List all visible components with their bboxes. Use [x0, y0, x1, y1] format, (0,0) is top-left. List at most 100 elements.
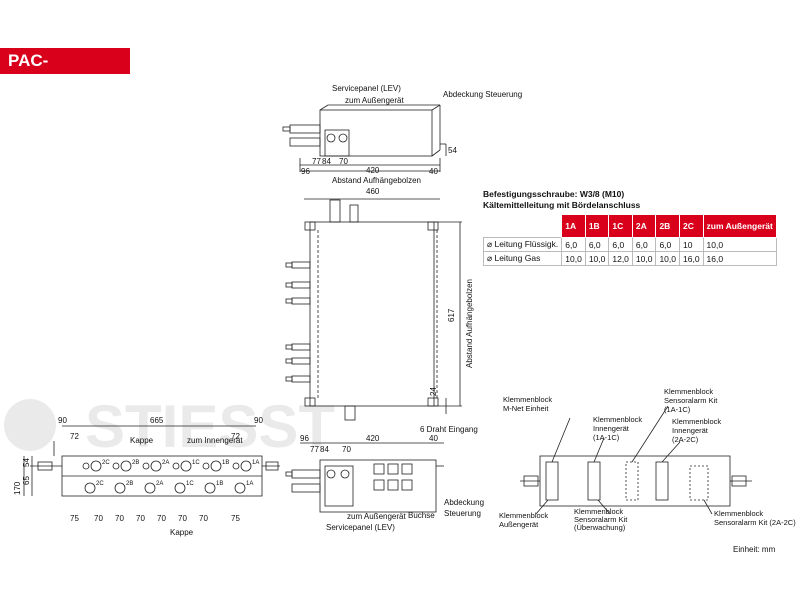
pipe-cell: 6,0 — [655, 237, 680, 252]
front-dim-75a: 75 — [70, 514, 79, 523]
pipe-cell: 10,0 — [561, 251, 586, 266]
pipe-col-5: 2C — [679, 214, 704, 238]
kb-innen2-2: Innengerät — [672, 426, 709, 435]
front-kappe-top: Kappe — [130, 436, 154, 445]
top-view — [282, 104, 447, 172]
kb-sens1-1: Klemmenblock — [664, 387, 713, 396]
pipe-cell: 6,0 — [561, 237, 586, 252]
front-dim-90b: 90 — [254, 416, 263, 425]
kb-ueber-2: Sensoralarm Kit — [574, 515, 628, 524]
kappe-top — [82, 462, 90, 470]
plan-dim-460: 460 — [366, 187, 380, 196]
side-dim-420: 420 — [366, 434, 380, 443]
port-top — [150, 460, 162, 472]
terminal-view — [520, 405, 752, 515]
spec-line2: Kältemittelleitung mit Bördelanschluss — [483, 200, 641, 210]
spec-block: Befestigungsschraube: W3/8 (M10) Kältemi… — [482, 189, 777, 266]
port-label-bottom: 2B — [126, 481, 133, 487]
front-dim-70: 70 — [178, 514, 187, 523]
front-view — [23, 425, 280, 497]
port-top — [90, 460, 102, 472]
port-label-bottom: 2A — [156, 481, 163, 487]
pipe-col-3: 2A — [631, 214, 657, 238]
port-label-top: 1C — [192, 460, 200, 466]
pipe-col-2: 1C — [608, 214, 633, 238]
front-dim-70: 70 — [136, 514, 145, 523]
unit-label: Einheit: mm — [733, 545, 776, 554]
kb-innen-2: Innengerät — [593, 424, 630, 433]
front-dim-170: 170 — [13, 481, 22, 495]
port-label-top: 2C — [102, 460, 110, 466]
watermark-text: STIESST — [85, 393, 335, 460]
front-dim-70: 70 — [94, 514, 103, 523]
front-dim-70: 70 — [199, 514, 208, 523]
side-abdeckung-1: Abdeckung — [444, 498, 484, 507]
port-bottom — [144, 482, 156, 494]
side-dim-96: 96 — [300, 434, 309, 443]
port-label-bottom: 1B — [216, 481, 223, 487]
pipe-cell: 16,0 — [679, 251, 704, 266]
side-servicepanel-label: Servicepanel (LEV) — [326, 523, 395, 532]
top-abdeckung-label: Abdeckung Steuerung — [443, 90, 522, 99]
pipe-cell: 12,0 — [608, 251, 633, 266]
pipe-cell: 6,0 — [584, 237, 610, 252]
kb-innen2-3: (2A-2C) — [672, 435, 699, 444]
port-bottom — [84, 482, 96, 494]
kb-ueber-1: Klemmenblock — [574, 507, 623, 516]
kb-innen2-1: Klemmenblock — [672, 417, 721, 426]
top-dim-54: 54 — [448, 146, 457, 155]
port-top — [210, 460, 222, 472]
front-dim-72b: 72 — [231, 432, 240, 441]
spec-line1: Befestigungsschraube: W3/8 (M10) — [483, 189, 625, 199]
front-dim-72a: 72 — [70, 432, 79, 441]
side-aussen-label: zum Außengerät — [347, 512, 406, 521]
port-label-bottom: 1A — [246, 481, 253, 487]
kb-aussen-1: Klemmenblock — [499, 511, 548, 520]
port-bottom — [174, 482, 186, 494]
pipe-cell: 10,0 — [584, 251, 610, 266]
top-dim-420: 420 — [366, 166, 380, 175]
front-dim-70: 70 — [157, 514, 166, 523]
side-buchse-label: Buchse — [408, 511, 435, 520]
kb-mnet-1: Klemmenblock — [503, 395, 552, 404]
pipe-cell: 10,0 — [702, 237, 777, 252]
port-label-bottom: 1C — [186, 481, 194, 487]
watermark: STIESST — [4, 393, 335, 460]
pipe-cell: 6,0 — [631, 237, 657, 252]
front-dim-75b: 75 — [231, 514, 240, 523]
side-dim-70: 70 — [342, 445, 351, 454]
port-label-top: 2B — [132, 460, 139, 466]
kb-innen-3: (1A-1C) — [593, 433, 620, 442]
pipe-row-label: ⌀ Leitung Gas — [482, 251, 563, 266]
port-label-top: 1B — [222, 460, 229, 466]
front-dim-54: 54 — [22, 458, 31, 467]
pipe-col-6: zum Außengerät — [702, 214, 777, 238]
top-dim-70: 70 — [339, 157, 348, 166]
model-title: PAC-MMK60BC — [0, 48, 130, 96]
pipe-row-label: ⌀ Leitung Flüssigk. — [482, 237, 563, 252]
plan-view — [285, 198, 462, 421]
kb-sens2-2: Sensoralarm Kit (2A-2C) — [714, 518, 796, 527]
front-dim-665: 665 — [150, 416, 164, 425]
plan-abstand-label: Abstand Aufhängebolzen — [465, 279, 474, 368]
pipe-cell: 10,0 — [631, 251, 657, 266]
side-view — [285, 442, 444, 513]
pipe-col-0: 1A — [561, 214, 586, 238]
top-dim-77: 77 — [312, 157, 321, 166]
front-dim-65: 65 — [22, 476, 31, 485]
top-aussen-label: zum Außengerät — [345, 96, 404, 105]
front-dim-90a: 90 — [58, 416, 67, 425]
pipe-cell: 16,0 — [702, 251, 777, 266]
pipe-cell: 10,0 — [655, 251, 680, 266]
kb-ueber-3: (Überwachung) — [574, 523, 626, 532]
front-dim-70: 70 — [115, 514, 124, 523]
pipe-cell: 6,0 — [608, 237, 633, 252]
port-label-bottom: 2C — [96, 481, 104, 487]
side-dim-84: 84 — [320, 445, 329, 454]
pipe-cell: 10 — [679, 237, 704, 252]
